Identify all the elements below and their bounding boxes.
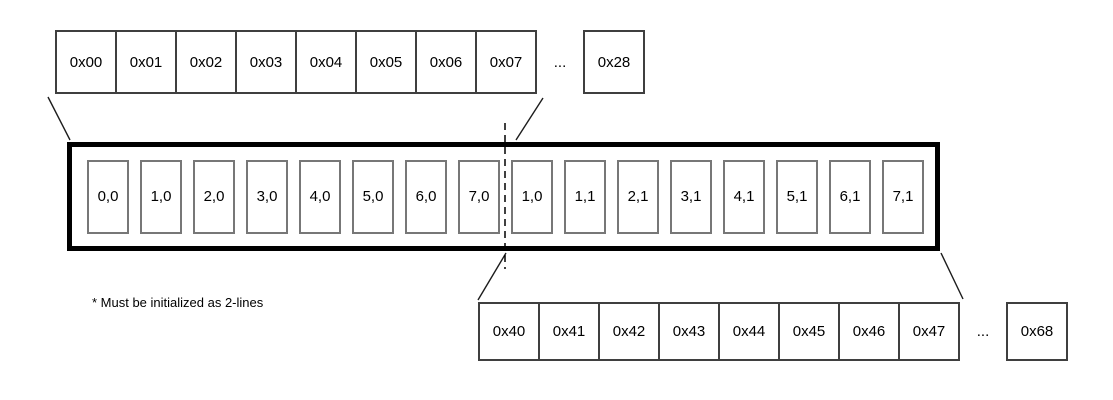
buffer-pixel-cell: 6,1 (829, 159, 871, 234)
buffer-pixel-cell: 7,1 (882, 159, 924, 234)
memory-address-cell: 0x46 (838, 302, 900, 361)
buffer-pixel-cell: 4,0 (299, 159, 341, 234)
line-buffer-cells: 0,0 1,0 2,0 3,0 4,0 5,0 6,0 7,0 1,0 1,1 2,1 3,1 4,1 5… (72, 147, 935, 246)
memory-address-cell: 0x41 (538, 302, 600, 361)
connector-top-right-line (515, 97, 544, 141)
memory-address-cell: 0x03 (235, 30, 297, 94)
ellipsis-label: ... (553, 53, 567, 71)
buffer-pixel-cell: 4,1 (723, 159, 765, 234)
memory-address-cell: 0x28 (583, 30, 645, 94)
memory-address-cell: 0x04 (295, 30, 357, 94)
ellipsis-label: ... (976, 323, 990, 340)
buffer-pixel-cell: 0,0 (87, 159, 129, 234)
memory-address-cell: 0x44 (718, 302, 780, 361)
memory-address-cell: 0x06 (415, 30, 477, 94)
memory-address-cell: 0x43 (658, 302, 720, 361)
memory-address-cell: 0x40 (478, 302, 540, 361)
line-buffer-box: 0,0 1,0 2,0 3,0 4,0 5,0 6,0 7,0 1,0 1,1 2,1 3,1 4,1 5… (67, 142, 940, 251)
buffer-pixel-cell: 1,0 (140, 159, 182, 234)
memory-address-cell: 0x47 (898, 302, 960, 361)
memory-address-cell: 0x05 (355, 30, 417, 94)
buffer-pixel-cell: 1,0 (511, 159, 553, 234)
buffer-pixel-cell: 7,0 (458, 159, 500, 234)
buffer-pixel-cell: 5,1 (776, 159, 818, 234)
memory-address-cell: 0x01 (115, 30, 177, 94)
connector-top-left-line (47, 96, 71, 141)
connector-bottom-left-line (477, 252, 507, 301)
connector-bottom-right-line (940, 252, 964, 300)
buffer-pixel-cell: 2,1 (617, 159, 659, 234)
memory-address-cell: 0x45 (778, 302, 840, 361)
buffer-pixel-cell: 2,0 (193, 159, 235, 234)
buffer-pixel-cell: 1,1 (564, 159, 606, 234)
buffer-pixel-cell: 6,0 (405, 159, 447, 234)
memory-address-cell: 0x42 (598, 302, 660, 361)
memory-address-cell: 0x02 (175, 30, 237, 94)
buffer-pixel-cell: 5,0 (352, 159, 394, 234)
memory-address-cell: 0x07 (475, 30, 537, 94)
buffer-pixel-cell: 3,0 (246, 159, 288, 234)
memory-address-cell: 0x00 (55, 30, 117, 94)
footnote-text: * Must be initialized as 2-lines (92, 295, 264, 310)
buffer-pixel-cell: 3,1 (670, 159, 712, 234)
memory-address-cell: 0x68 (1006, 302, 1068, 361)
